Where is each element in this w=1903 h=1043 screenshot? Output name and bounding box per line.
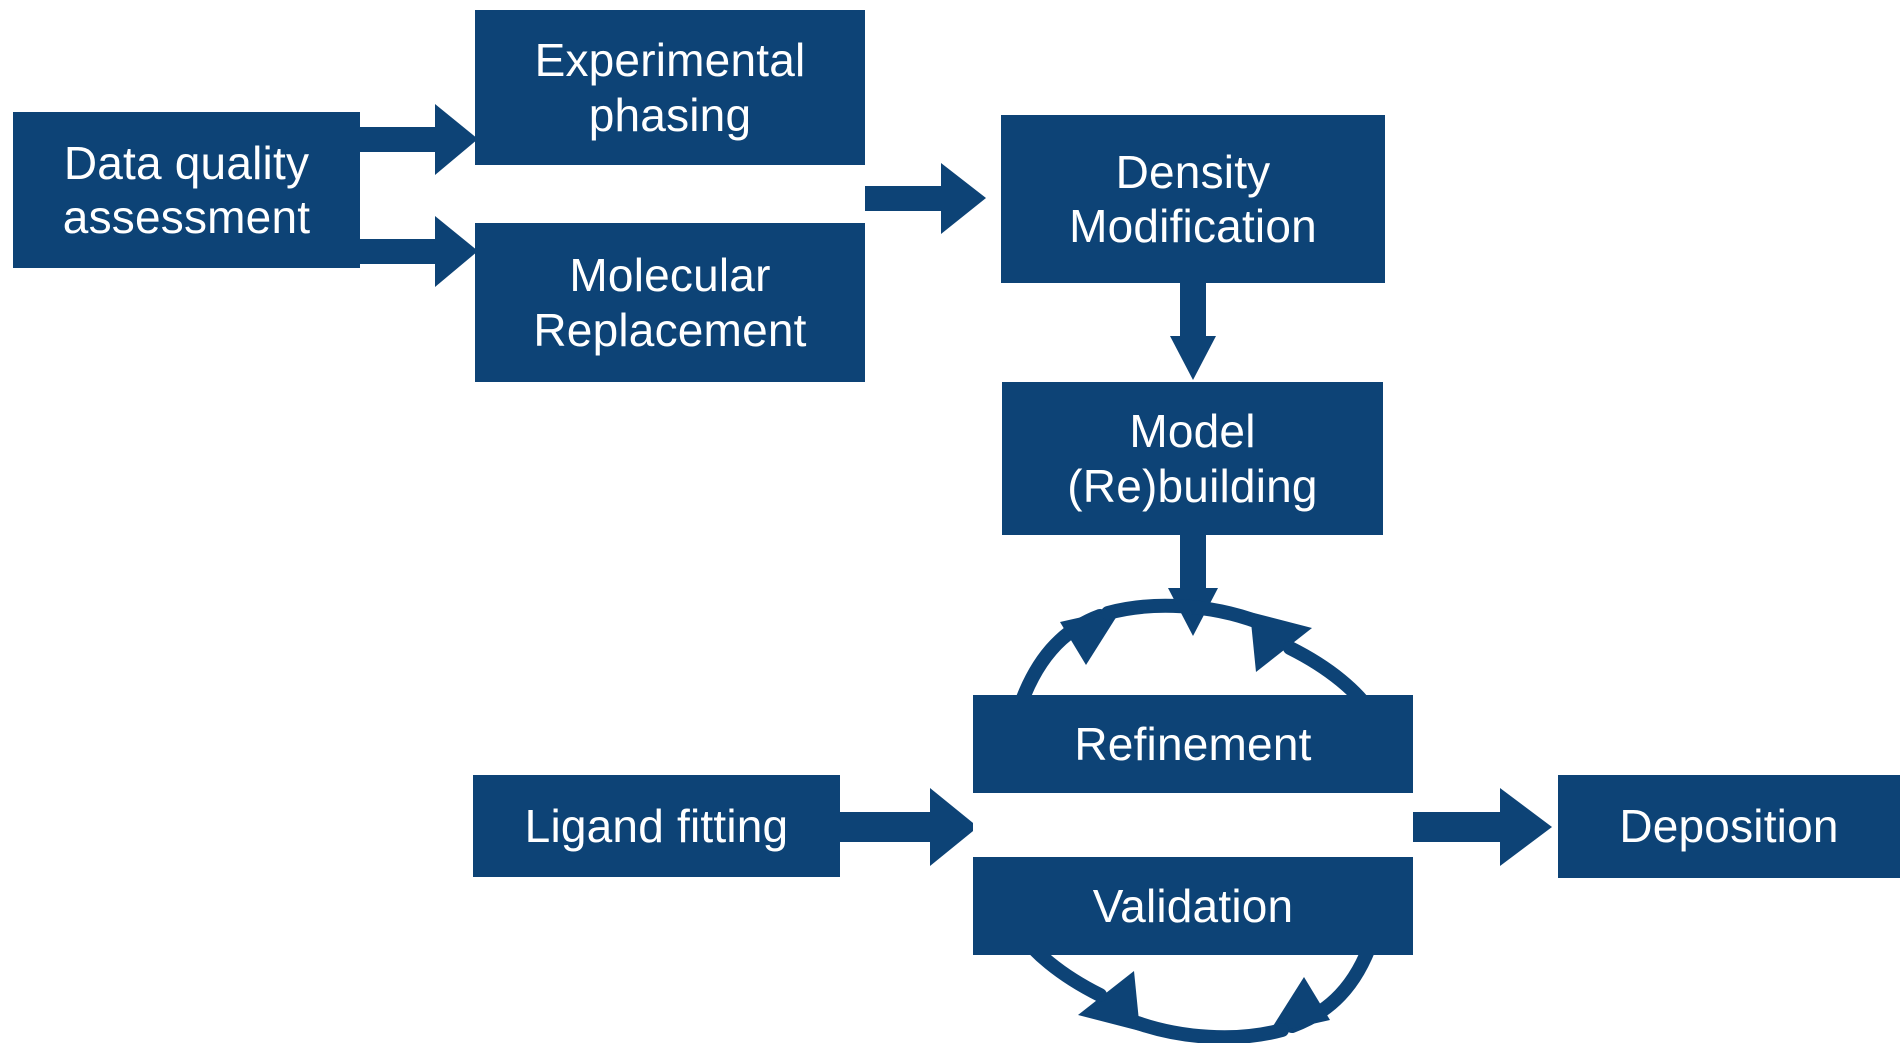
arrow-model-to-refinement: [1168, 535, 1218, 636]
node-label-molecular-replacement: Molecular Replacement: [533, 249, 807, 356]
node-label-validation: Validation: [1092, 879, 1294, 932]
arrow-dqa-to-molecular-replacement: [360, 216, 478, 287]
node-refinement[interactable]: Refinement: [973, 695, 1413, 793]
arrow-cycle-to-deposition: [1410, 788, 1552, 866]
node-label-model-rebuilding: Model (Re)building: [1067, 405, 1318, 512]
node-ligand-fitting[interactable]: Ligand fitting: [473, 775, 840, 877]
node-label-refinement: Refinement: [1074, 717, 1312, 770]
arrow-dqa-to-experimental-phasing: [360, 104, 478, 175]
cycle-center-gap: [973, 793, 1413, 857]
node-experimental-phasing[interactable]: Experimental phasing: [475, 10, 865, 165]
node-model-rebuilding[interactable]: Model (Re)building: [1002, 382, 1383, 535]
node-density-modification[interactable]: Density Modification: [1001, 115, 1385, 283]
node-label-data-quality-assessment: Data quality assessment: [62, 136, 311, 243]
node-label-ligand-fitting: Ligand fitting: [524, 799, 789, 852]
node-label-experimental-phasing: Experimental phasing: [534, 34, 806, 141]
node-deposition[interactable]: Deposition: [1558, 775, 1900, 878]
arrow-density-to-model-rebuilding: [1170, 283, 1216, 380]
node-label-density-modification: Density Modification: [1069, 145, 1317, 252]
node-molecular-replacement[interactable]: Molecular Replacement: [475, 223, 865, 382]
node-validation[interactable]: Validation: [973, 857, 1413, 955]
node-label-deposition: Deposition: [1619, 800, 1839, 853]
arrow-ligand-fitting-to-cycle: [840, 788, 978, 866]
arrow-phasing-to-density-modification: [865, 163, 986, 234]
node-data-quality-assessment[interactable]: Data quality assessment: [13, 112, 360, 268]
